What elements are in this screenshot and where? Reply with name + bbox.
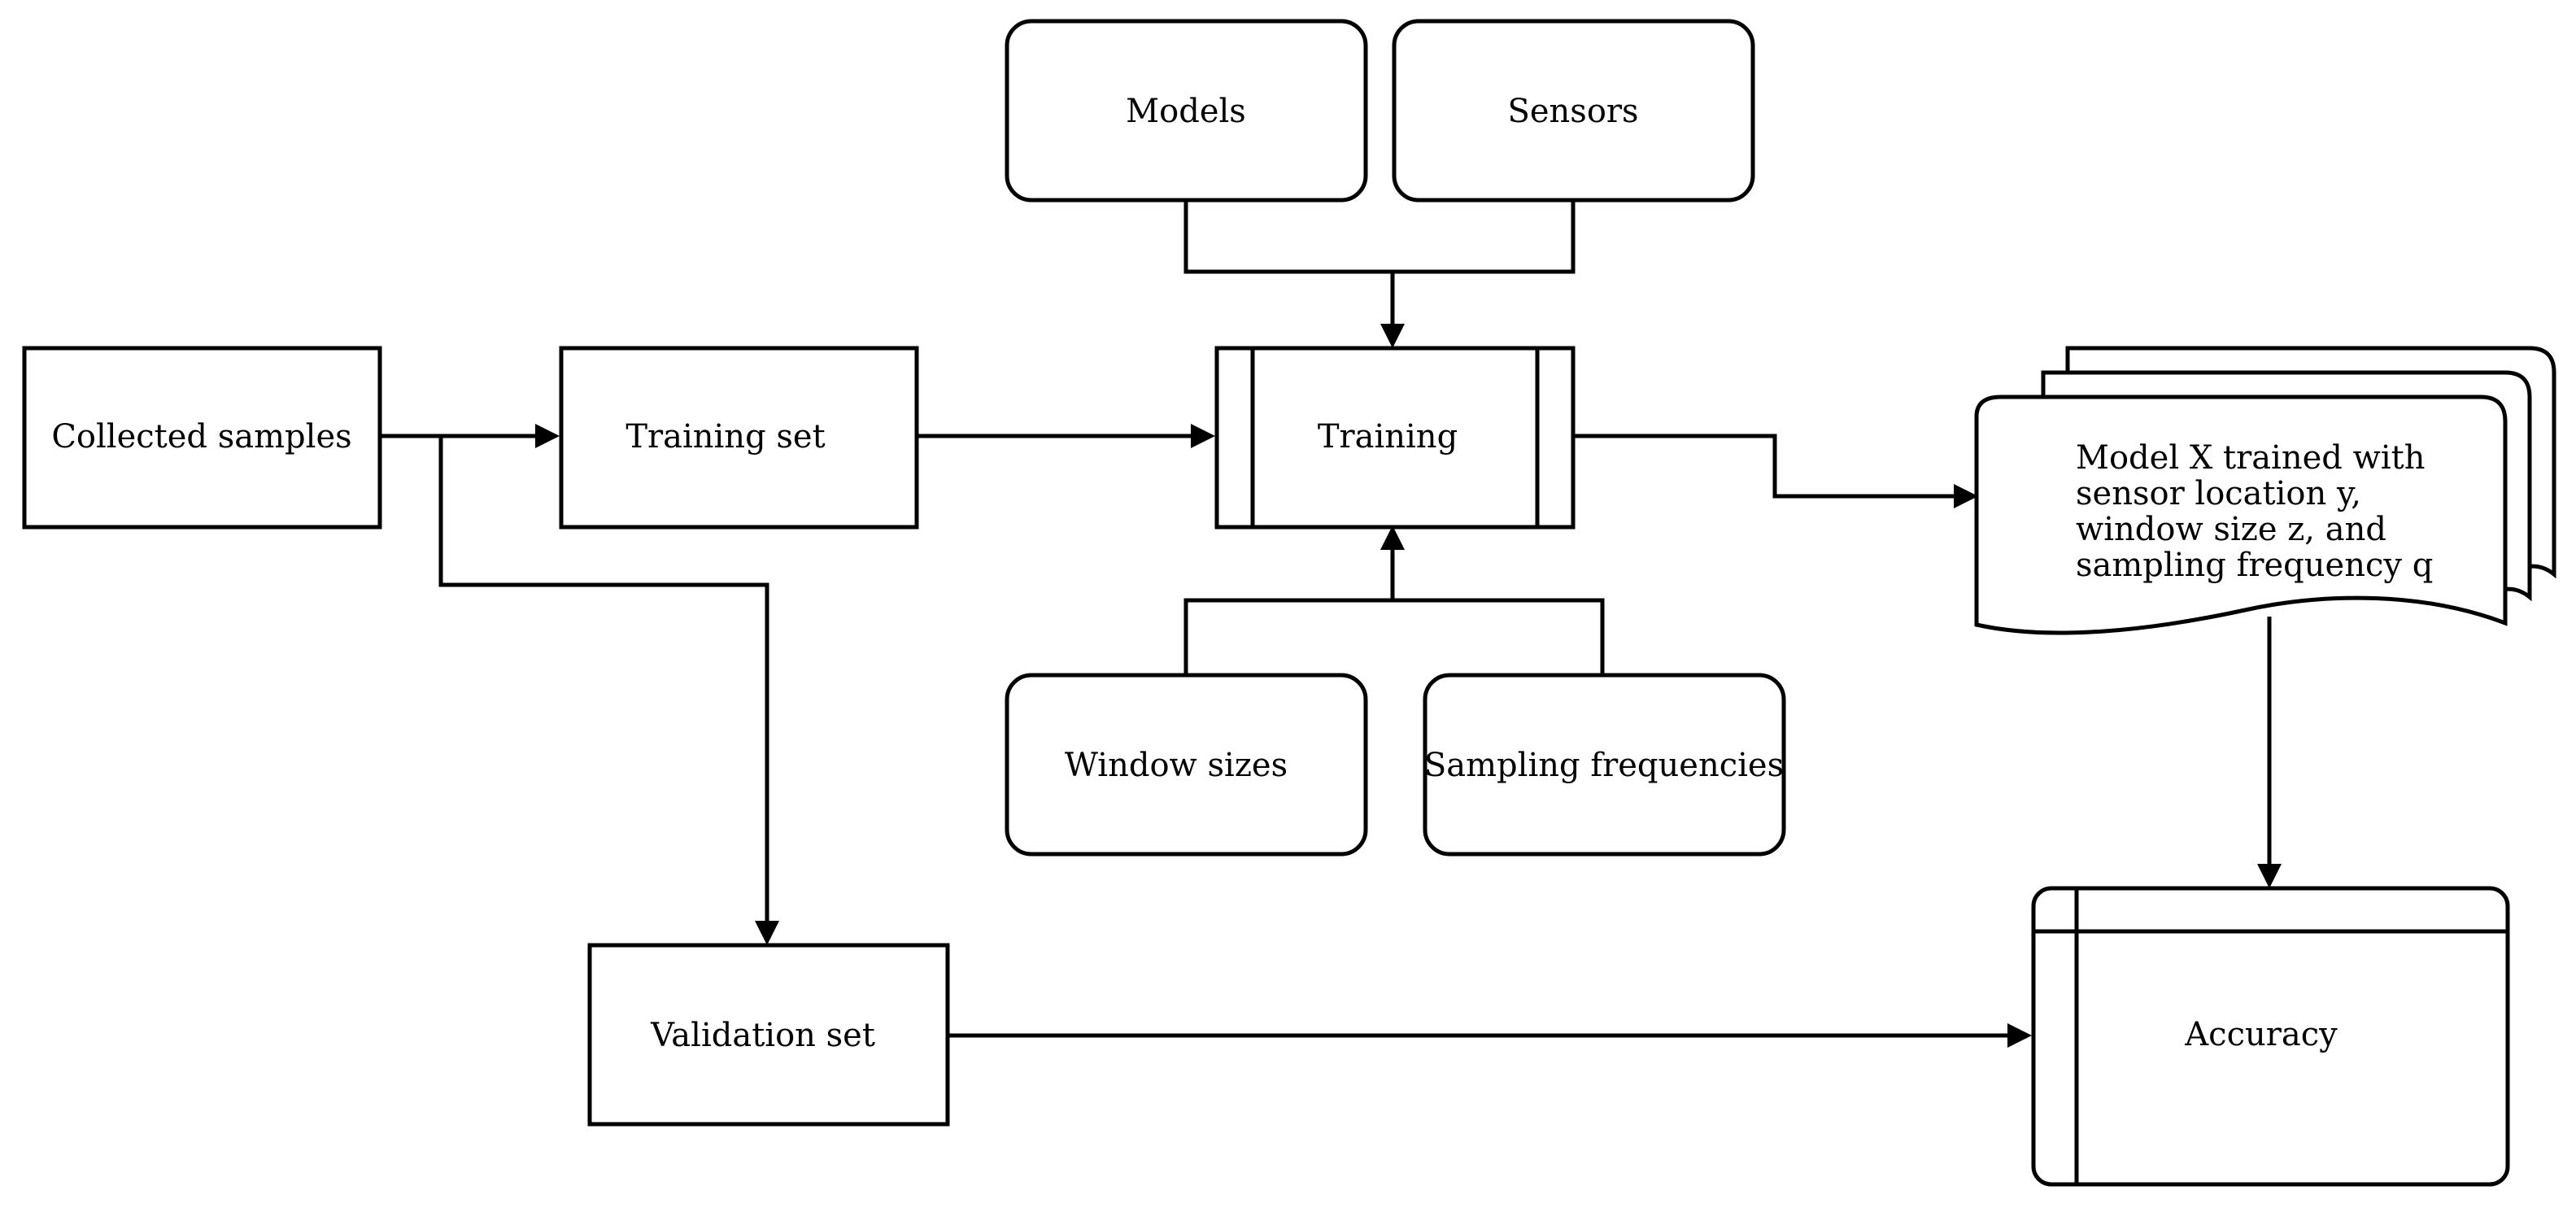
arrowhead-into-model-output	[1954, 484, 1978, 508]
node-accuracy-label: Accuracy	[2184, 1016, 2338, 1053]
node-validation-set-label: Validation set	[650, 1017, 875, 1054]
arrowhead-into-training-left	[1191, 424, 1215, 448]
node-sensors-label: Sensors	[1507, 93, 1638, 130]
arrowhead-into-accuracy-top	[2257, 864, 2282, 888]
node-training-label: Training	[1318, 418, 1458, 456]
node-collected-samples-label: Collected samples	[51, 418, 351, 456]
node-model-output-line-3: window size z, and	[2076, 511, 2386, 548]
node-sensors: Sensors	[1392, 19, 1755, 203]
node-training-set-label: Training set	[625, 418, 825, 456]
node-model-output: Model X trained with sensor location y, …	[1974, 346, 2556, 635]
node-model-output-line-2: sensor location y,	[2076, 475, 2361, 512]
node-validation-set: Validation set	[587, 943, 950, 1127]
edge-collected-to-validation-set	[438, 436, 769, 923]
node-collected-samples: Collected samples	[22, 346, 382, 530]
node-models: Models	[1005, 19, 1368, 203]
arrowhead-into-accuracy-left	[2007, 1023, 2032, 1048]
arrowhead-into-training-set	[535, 424, 560, 448]
node-training-set: Training set	[559, 346, 919, 530]
node-accuracy: Accuracy	[2031, 886, 2510, 1187]
node-models-label: Models	[1126, 93, 1246, 130]
node-window-sizes-label: Window sizes	[1065, 747, 1288, 784]
edge-models-to-training	[1183, 200, 1393, 274]
arrowhead-into-training-bottom	[1380, 525, 1405, 550]
node-window-sizes: Window sizes	[1005, 673, 1368, 857]
edge-sensors-to-training	[1390, 200, 1576, 327]
node-training: Training	[1214, 346, 1576, 530]
arrowhead-into-validation-set	[755, 921, 779, 945]
edge-sampling-frequencies-to-training	[1390, 547, 1605, 675]
edge-window-sizes-to-training	[1183, 598, 1393, 675]
connectors	[380, 200, 2282, 1048]
edge-training-to-model-output	[1573, 434, 1955, 499]
node-model-output-line-1: Model X trained with	[2076, 439, 2425, 477]
node-model-output-line-4: sampling frequency q	[2076, 547, 2433, 584]
node-sampling-frequencies-label: Sampling frequencies	[1424, 747, 1784, 784]
node-sampling-frequencies: Sampling frequencies	[1423, 673, 1786, 857]
arrowhead-into-training-top	[1380, 324, 1405, 348]
